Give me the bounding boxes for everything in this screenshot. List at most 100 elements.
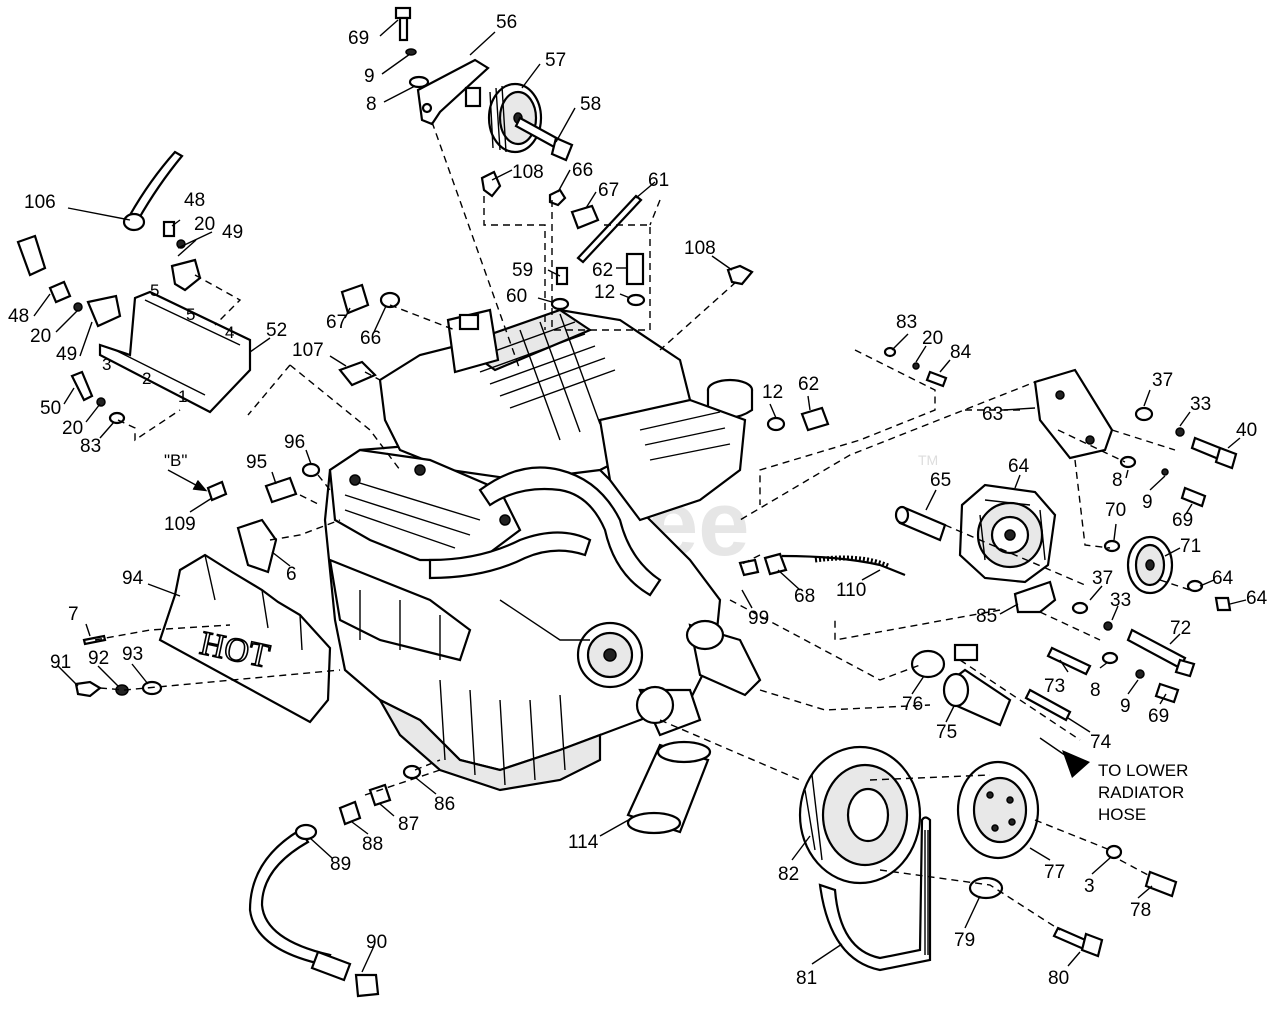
svg-text:1: 1 — [178, 387, 187, 406]
clip-108-right — [726, 264, 754, 286]
heat-shield-94: HOT — [158, 553, 332, 724]
callout-66: 66 — [360, 328, 381, 349]
callout-9: 9 — [364, 66, 375, 87]
cap-66-67-61 — [548, 188, 646, 311]
callout-93: 93 — [122, 644, 143, 665]
callout-63: 63 — [982, 404, 1003, 425]
leader-lines — [33, 19, 1247, 973]
callout-37: 37 — [1152, 370, 1173, 391]
callout-56: 56 — [496, 12, 517, 33]
callout-12: 12 — [762, 382, 783, 403]
callout-82: 82 — [778, 864, 799, 885]
callout-95: 95 — [246, 452, 267, 473]
callout-69: 69 — [348, 28, 369, 49]
callout-90: 90 — [366, 932, 387, 953]
callout-85: 85 — [976, 606, 997, 627]
callout-74: 74 — [1090, 732, 1112, 753]
callout-89: 89 — [330, 854, 351, 875]
radiator-hose-arrow — [1039, 737, 1090, 778]
callout-86: 86 — [434, 794, 455, 815]
callout-68: 68 — [794, 586, 815, 607]
callout-76: 76 — [902, 694, 923, 715]
callout-52: 52 — [266, 320, 287, 341]
radiator-note-line-1: TO LOWER — [1098, 761, 1188, 780]
callout-67: 67 — [598, 180, 619, 201]
callout-78: 78 — [1130, 900, 1151, 921]
callout-59: 59 — [512, 260, 533, 281]
alternator-64 — [958, 483, 1057, 584]
callout-83: 83 — [80, 436, 101, 457]
hardware-3-78 — [1105, 844, 1178, 898]
callout-114: 114 — [568, 832, 599, 853]
callout-61: 61 — [648, 170, 669, 191]
callout-69: 69 — [1172, 510, 1193, 531]
callout-72: 72 — [1170, 618, 1191, 639]
callout-60: 60 — [506, 286, 527, 307]
callout-77: 77 — [1044, 862, 1065, 883]
callout-8: 8 — [366, 94, 377, 115]
callout-65: 65 — [930, 470, 951, 491]
assembly-lines — [94, 121, 1191, 931]
callout-3: 3 — [1084, 876, 1095, 897]
damper-77 — [956, 760, 1040, 860]
callout-33: 33 — [1190, 394, 1211, 415]
callout-20: 20 — [30, 326, 51, 347]
callout-40: 40 — [1236, 420, 1257, 441]
callout-8: 8 — [1090, 680, 1101, 701]
alternator-pulley-71 — [1126, 535, 1174, 595]
callout-84: 84 — [950, 342, 972, 363]
hose-89-90 — [248, 823, 380, 998]
washer-79 — [968, 876, 1004, 900]
callout-67: 67 — [326, 312, 347, 333]
callout-110: 110 — [836, 580, 866, 601]
svg-text:3: 3 — [102, 355, 111, 374]
callout-96: 96 — [284, 432, 305, 453]
callout-64: 64 — [1212, 568, 1234, 589]
callout-48: 48 — [8, 306, 29, 327]
callout-70: 70 — [1105, 500, 1126, 521]
oil-cooler-76-75-74 — [910, 643, 1072, 727]
callout-20: 20 — [922, 328, 943, 349]
crank-pulley-82 — [798, 745, 922, 885]
sensor-49-lower — [48, 280, 122, 328]
callout-58: 58 — [580, 94, 601, 115]
callout-109: 109 — [164, 514, 196, 535]
callout-106: 106 — [24, 192, 56, 213]
hardware-73-8-9-69 — [1046, 646, 1180, 704]
callout-87: 87 — [398, 814, 419, 835]
callout-12: 12 — [594, 282, 615, 303]
clip-108-top — [480, 170, 502, 198]
callout-49: 49 — [56, 344, 77, 365]
callout-20: 20 — [194, 214, 215, 235]
harness-110-68 — [738, 552, 906, 577]
bracket-85 — [1013, 580, 1057, 614]
svg-text:4: 4 — [225, 323, 234, 342]
bolt-80 — [1052, 926, 1104, 958]
hardware-69-9-8-top — [394, 6, 430, 89]
cap-12-62-right — [766, 406, 830, 432]
pin-109 — [167, 469, 228, 502]
callout-48: 48 — [184, 190, 205, 211]
clip-107 — [338, 360, 377, 387]
callout-79: 79 — [954, 930, 975, 951]
callout-57: 57 — [545, 50, 566, 71]
hardware-8-9-69-upper — [1119, 455, 1207, 508]
callout-107: 107 — [292, 340, 324, 361]
hardware-50-20-83 — [70, 370, 126, 425]
svg-text:2: 2 — [142, 369, 151, 388]
callout-64: 64 — [1246, 588, 1268, 609]
callout-33: 33 — [1110, 590, 1131, 611]
idler-pulley-57 — [464, 82, 543, 154]
radiator-note: TO LOWER RADIATOR HOSE — [1098, 761, 1188, 824]
callout-88: 88 — [362, 834, 383, 855]
svg-text:5: 5 — [150, 281, 159, 300]
callout-108: 108 — [684, 238, 716, 259]
radiator-note-line-2: RADIATOR — [1098, 783, 1184, 802]
callout-7: 7 — [68, 604, 79, 625]
callout-9: 9 — [1142, 492, 1153, 513]
view-b-label: "B" — [164, 451, 187, 470]
callout-108: 108 — [512, 162, 544, 183]
svg-text:5: 5 — [186, 305, 195, 324]
hardware-37-33-40 — [1134, 406, 1238, 470]
